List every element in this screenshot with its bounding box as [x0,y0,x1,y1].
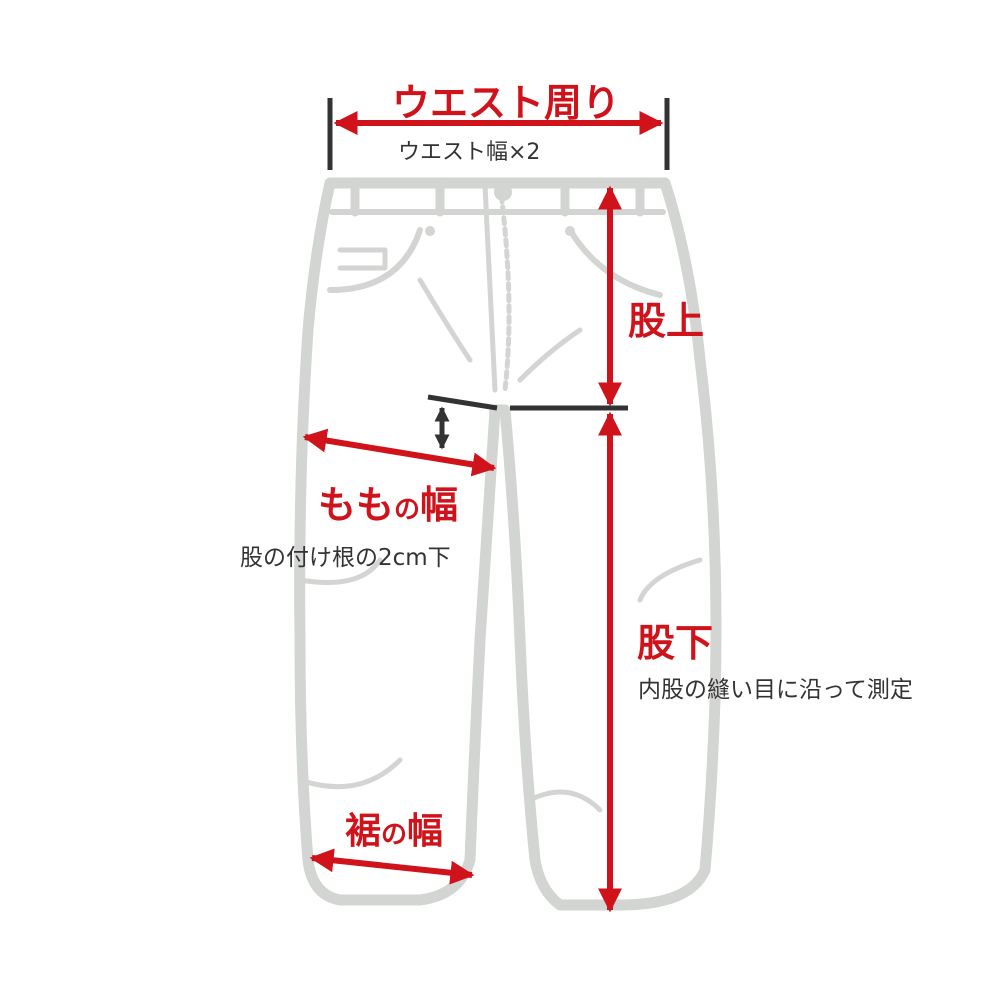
rivet-icon [565,226,575,236]
thigh-label-b: 幅 [420,483,459,527]
inseam-label: 股下 [637,621,714,665]
rivet-icon [425,226,435,236]
hem-label: 裾の幅 [345,802,443,854]
hem-label-a: 裾 [345,811,382,852]
button-icon [494,183,512,201]
thigh-label-no: の [394,495,421,525]
waist-measure [327,98,670,170]
waist-label: ウエスト周り [392,81,621,125]
thigh-note: 股の付け根の2cm下 [240,545,451,571]
hem-label-no: の [381,820,408,850]
pants-outline [294,177,722,911]
hem-label-b: 幅 [407,811,444,852]
hem-measure [309,848,475,885]
thigh-label-a: もも [318,483,395,527]
thigh-label: ももの幅 [318,474,458,529]
thigh-measure [302,428,497,477]
rise-label: 股上 [628,299,705,343]
rise-measure [427,185,628,411]
waist-note: ウエスト幅×2 [398,140,541,165]
inseam-note: 内股の縫い目に沿って測定 [638,677,913,703]
